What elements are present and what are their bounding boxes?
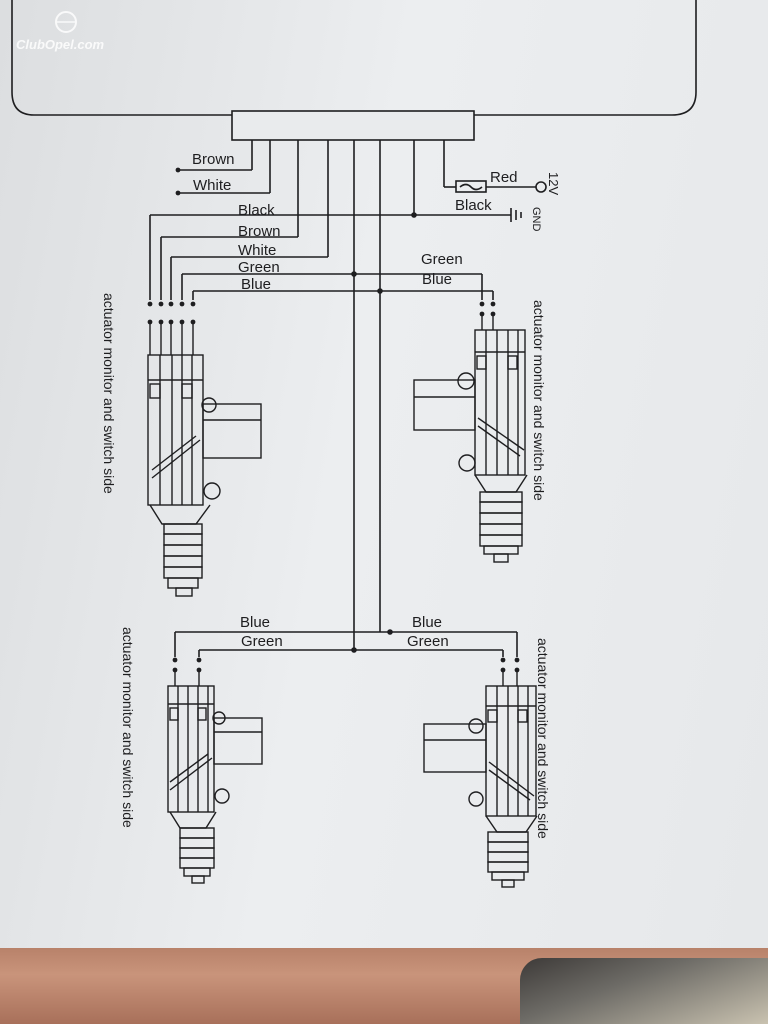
- wire-label-green-bottom-right: Green: [407, 633, 449, 650]
- control-module-box: [11, 0, 697, 116]
- actuator-2: [413, 314, 528, 563]
- actuator-2-caption: actuator monitor and switch side: [531, 300, 547, 501]
- watermark: ClubOpel.com: [16, 11, 105, 52]
- wire-label-red: Red: [490, 169, 518, 186]
- actuator-1-caption: actuator monitor and switch side: [101, 293, 117, 494]
- fabric-background: [520, 958, 768, 1024]
- wire-label-blue-bottom-right: Blue: [412, 614, 442, 631]
- wire-label-blue-right: Blue: [422, 271, 452, 288]
- actuator-3-caption: actuator monitor and switch side: [120, 627, 136, 828]
- actuator-4-caption: actuator monitor and switch side: [535, 638, 551, 839]
- wiring-diagram: ClubOpel.com: [11, 0, 697, 888]
- paper-sheet: [0, 0, 768, 948]
- gnd-label: GND: [530, 207, 542, 232]
- wire-label-black: Black: [238, 202, 275, 219]
- wire-label-green-right: Green: [421, 251, 463, 268]
- wire-label-black-right: Black: [455, 197, 492, 214]
- wire-label-brown: Brown: [238, 223, 281, 240]
- 12v-label: 12V: [546, 172, 561, 195]
- wire-label-blue-bottom-left: Blue: [240, 614, 270, 631]
- watermark-text: ClubOpel.com: [16, 37, 105, 52]
- actuator-4: [423, 670, 538, 888]
- wire-label-brown-top: Brown: [192, 151, 235, 168]
- wire-label-blue-left: Blue: [241, 276, 271, 293]
- wire-label-green-bottom-left: Green: [241, 633, 283, 650]
- actuator-1: [147, 322, 262, 597]
- 12v-terminal: [535, 181, 547, 193]
- connector-block: [231, 110, 475, 141]
- wire-label-white-top: White: [193, 177, 231, 194]
- wire-label-white: White: [238, 242, 276, 259]
- wire-label-green-left: Green: [238, 259, 280, 276]
- actuator-3: [167, 670, 263, 884]
